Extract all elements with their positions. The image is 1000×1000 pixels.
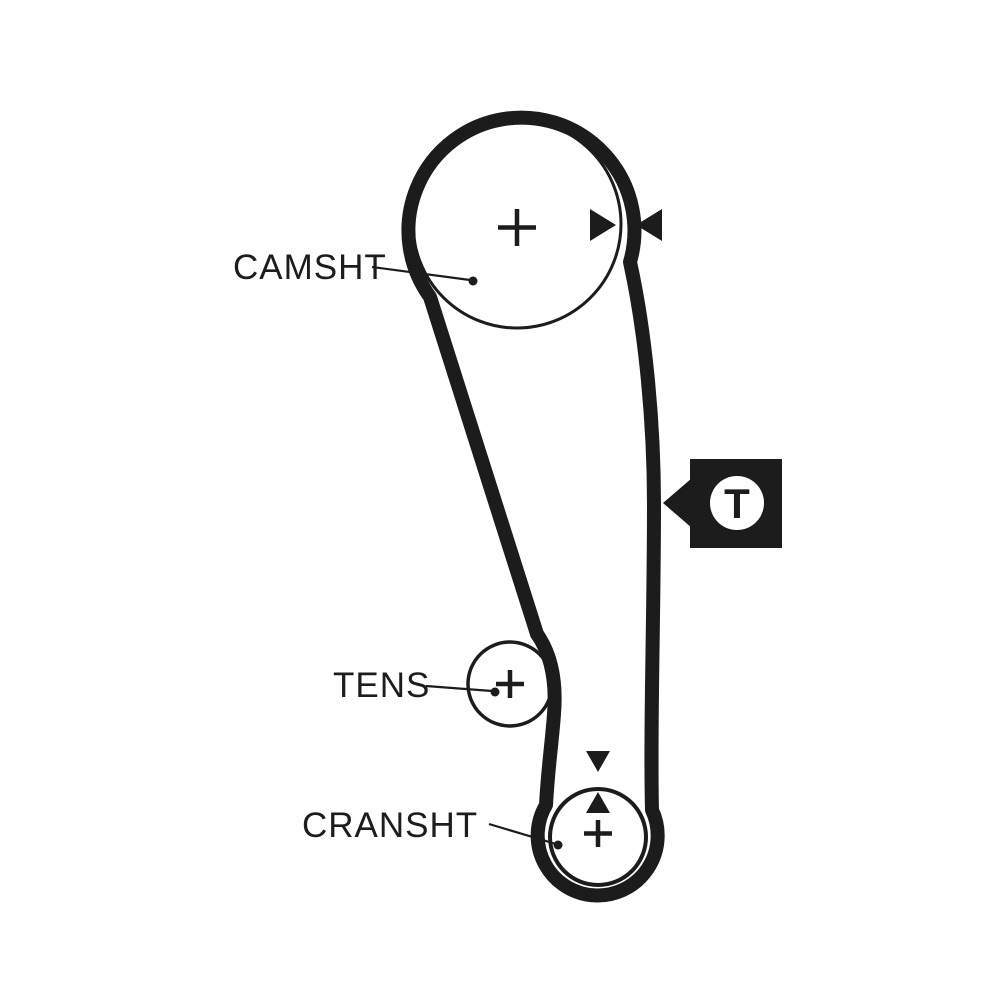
tensioner-badge-letter: T [724, 480, 750, 527]
crankshaft-label: CRANSHT [302, 806, 478, 845]
cam-timing-mark-right-arrow-icon [590, 209, 616, 241]
cam-timing-mark-left-arrow-icon [636, 209, 662, 241]
camshaft-leader-line [371, 265, 471, 282]
tension-direction-left-arrow-icon [663, 478, 692, 528]
crank-timing-mark-up-arrow-icon [586, 792, 610, 813]
crankshaft-leader-line [488, 822, 557, 846]
crankshaft-center-cross-icon [584, 820, 612, 847]
tensioner-leader-dot [490, 687, 500, 697]
tensioner-badge-circle [710, 476, 764, 530]
crank-timing-mark-down-arrow-icon [586, 751, 610, 772]
camshaft-center-cross-icon [498, 209, 536, 246]
crankshaft-leader-dot [553, 840, 563, 850]
tensioner-leader-line [425, 684, 493, 693]
tensioner-center-cross-icon [496, 670, 524, 698]
tensioner-label: TENS [333, 666, 430, 705]
timing-belt-path [401, 110, 665, 903]
tensioner-badge: T [663, 459, 782, 548]
camshaft-label: CAMSHT [233, 248, 387, 287]
camshaft-leader-dot [468, 276, 478, 286]
